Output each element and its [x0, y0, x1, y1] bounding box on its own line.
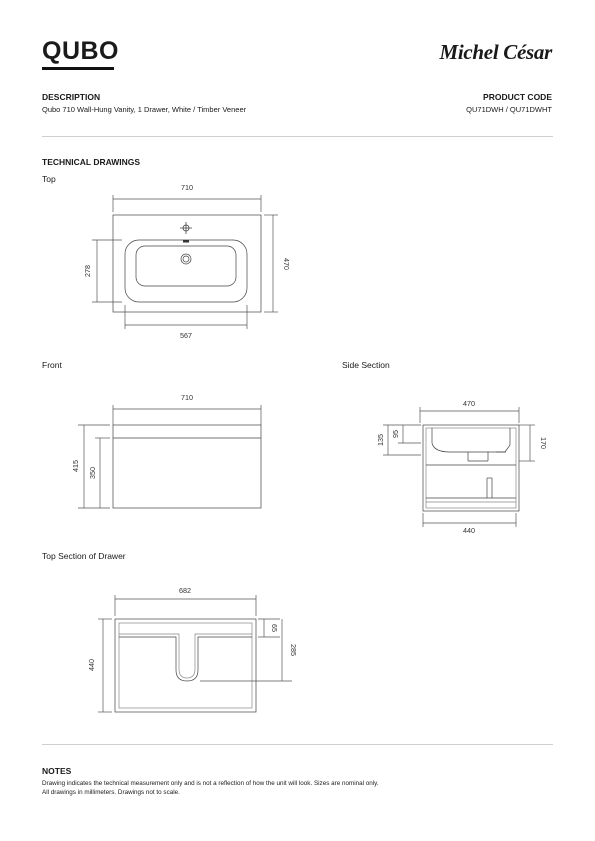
front-cabinet-height-label: 350 — [88, 467, 97, 479]
drawer-depth-label: 440 — [87, 659, 96, 671]
top-view — [92, 195, 278, 329]
tap-hole-icon — [180, 222, 192, 234]
drain-icon — [180, 253, 192, 265]
side-basin-height-label: 95 — [391, 430, 400, 438]
front-view — [78, 405, 262, 509]
front-view-title: Front — [42, 360, 62, 370]
side-inner-depth-label: 440 — [463, 526, 475, 535]
brand-underline — [42, 67, 114, 70]
company-logo: Michel César — [439, 40, 553, 64]
top-view-basin-outer — [124, 239, 248, 303]
drawer-width-label: 682 — [179, 586, 191, 595]
top-depth-label: 470 — [282, 258, 291, 270]
front-total-height-label: 415 — [71, 460, 80, 472]
description-text: Qubo 710 Wall-Hung Vanity, 1 Drawer, Whi… — [42, 105, 247, 114]
side-depth-label: 470 — [463, 399, 475, 408]
side-section-outline — [422, 424, 520, 512]
side-section-view — [383, 407, 535, 527]
front-view-outline — [112, 424, 262, 509]
notes-line-1: Drawing indicates the technical measurem… — [42, 780, 379, 787]
top-view-basin-inner — [135, 245, 237, 287]
top-basin-depth-label: 278 — [83, 265, 92, 277]
drawer-notch-depth-label: 285 — [289, 644, 298, 656]
product-code-text: QU71DWH / QU71DWHT — [466, 105, 552, 114]
technical-drawings-heading: TECHNICAL DRAWINGS — [42, 157, 141, 167]
top-view-outline — [112, 214, 262, 313]
drawer-section-view — [98, 595, 292, 713]
description-label: DESCRIPTION — [42, 92, 101, 102]
top-basin-width-label: 567 — [180, 331, 192, 340]
brand-title: QUBO — [42, 37, 119, 65]
top-view-title: Top — [42, 174, 56, 184]
side-right-height-label: 170 — [539, 437, 548, 449]
front-width-label: 710 — [181, 393, 193, 402]
notes-line-2: All drawings in millimeters. Drawings no… — [42, 789, 180, 796]
drawer-section-title: Top Section of Drawer — [42, 551, 126, 561]
side-top-height-label: 135 — [376, 434, 385, 446]
divider-top — [42, 136, 553, 137]
notes-label: NOTES — [42, 766, 72, 776]
product-code-label: PRODUCT CODE — [483, 92, 552, 102]
drawer-notch-top-label: 65 — [270, 624, 279, 632]
side-section-title: Side Section — [342, 360, 390, 370]
drawer-notch — [119, 636, 252, 682]
overflow-icon — [183, 240, 189, 243]
top-width-label: 710 — [181, 183, 193, 192]
drawer-section-outline — [114, 618, 257, 713]
divider-bottom — [42, 744, 553, 745]
